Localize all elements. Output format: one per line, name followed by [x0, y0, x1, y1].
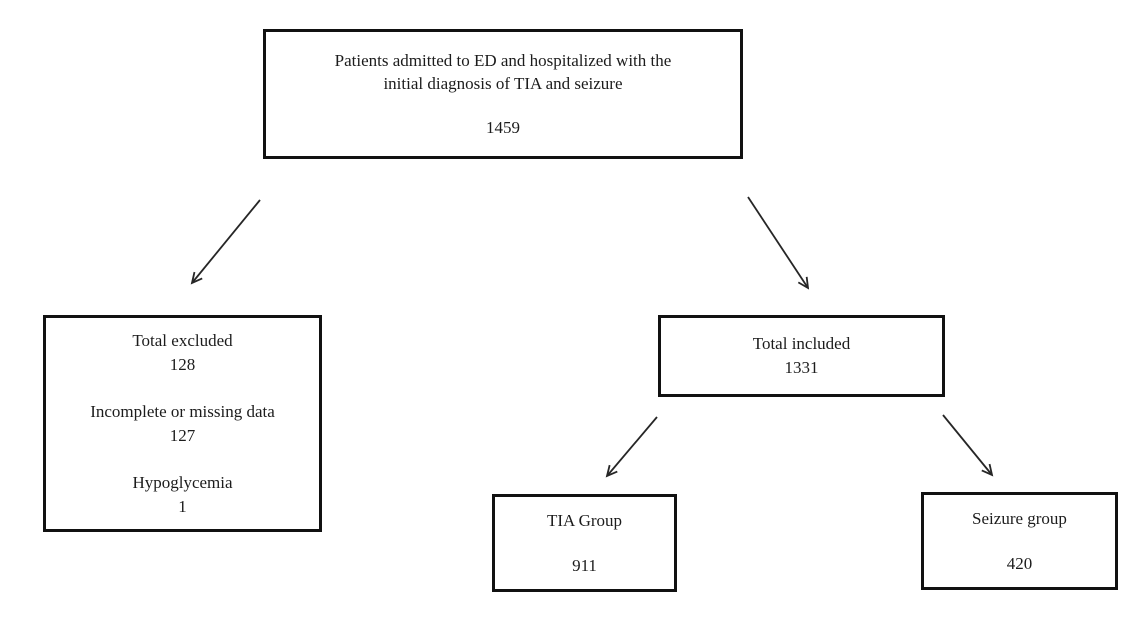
- excluded-item-incomplete: Incomplete or missing data 127: [90, 400, 275, 448]
- excluded-item-total-count: 128: [169, 354, 196, 374]
- arrow-admitted-to-included: [747, 196, 808, 288]
- box-tia-count: 911: [572, 555, 597, 575]
- box-admitted-label: Patients admitted to ED and hospitalized…: [335, 49, 672, 95]
- box-admitted: Patients admitted to ED and hospitalized…: [263, 29, 743, 159]
- excluded-item-hypoglycemia: Hypoglycemia 1: [132, 471, 232, 519]
- excluded-item-hypoglycemia-label: Hypoglycemia: [132, 472, 233, 492]
- box-tia-group: TIA Group 911: [492, 494, 677, 592]
- box-seizure-count: 420: [1006, 553, 1033, 573]
- box-included: Total included 1331: [658, 315, 945, 397]
- excluded-item-total: Total excluded 128: [132, 329, 232, 377]
- box-admitted-label-line2: initial diagnosis of TIA and seizure: [383, 74, 623, 93]
- box-included-count: 1331: [784, 358, 819, 377]
- arrow-admitted-to-excluded: [192, 199, 261, 283]
- box-seizure-group: Seizure group 420: [921, 492, 1118, 590]
- box-admitted-label-line1: Patients admitted to ED and hospitalized…: [334, 51, 672, 70]
- excluded-item-incomplete-count: 127: [169, 425, 196, 445]
- box-tia-label: TIA Group: [546, 510, 623, 530]
- arrow-included-to-tia: [607, 416, 658, 476]
- excluded-item-incomplete-label: Incomplete or missing data: [90, 401, 275, 421]
- box-seizure-label: Seizure group: [972, 508, 1067, 528]
- excluded-item-hypoglycemia-count: 1: [178, 496, 187, 516]
- box-admitted-count: 1459: [486, 118, 520, 137]
- box-excluded: Total excluded 128 Incomplete or missing…: [43, 315, 322, 532]
- arrow-included-to-seizure: [942, 414, 992, 475]
- excluded-item-total-label: Total excluded: [132, 330, 233, 350]
- box-included-label: Total included: [752, 334, 851, 353]
